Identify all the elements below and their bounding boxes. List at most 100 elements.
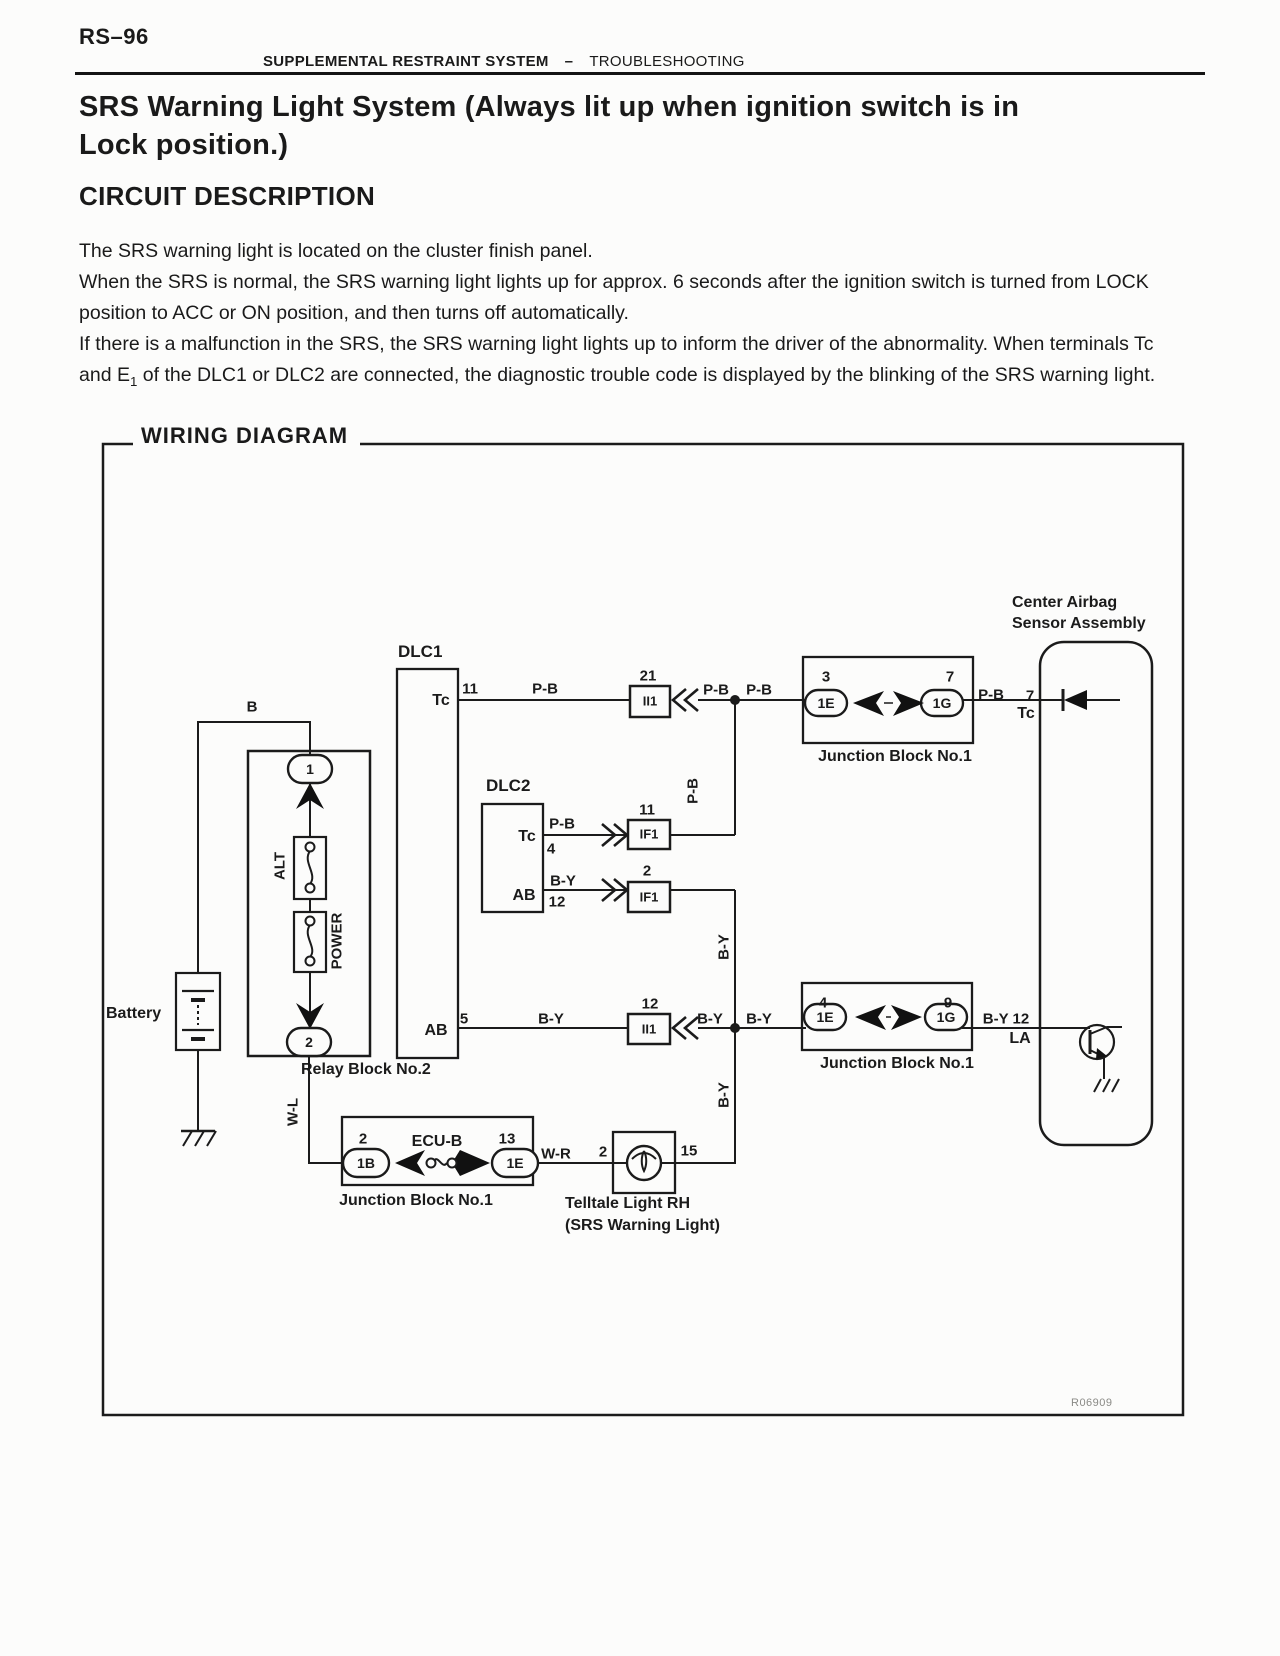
wire-label-b: B — [246, 698, 258, 716]
page-title-line1: SRS Warning Light System (Always lit up … — [79, 91, 1020, 123]
telltale-caption-2: (SRS Warning Light) — [565, 1217, 720, 1234]
connector-arrow-right — [893, 691, 924, 716]
junction-block-1-top-box — [801, 655, 975, 745]
connector-arrow-left — [853, 691, 884, 716]
wire-label-wr: W-R — [541, 1145, 571, 1163]
connector-box-ii1 — [626, 1012, 672, 1046]
wire-label-pb-vertical: P-B — [684, 778, 702, 804]
connector-pin-2: 2 — [642, 862, 652, 880]
fuse-power-symbol — [306, 924, 314, 958]
diode-symbol — [1064, 690, 1087, 710]
connector-pin-21: 21 — [639, 667, 657, 685]
section-heading: CIRCUIT DESCRIPTION — [79, 181, 376, 211]
relay-pin-1: 1 — [306, 761, 314, 777]
connector-arrow-down — [296, 1003, 324, 1029]
wire-label-pb: P-B — [978, 686, 1004, 704]
connector-box-ii1 — [628, 684, 672, 719]
telltale-pin-2: 2 — [598, 1143, 608, 1161]
paragraph: The SRS warning light is located on the … — [79, 240, 593, 262]
telltale-caption: Telltale Light RH — [565, 1195, 691, 1212]
jb-connector-1g: 1G — [932, 695, 952, 711]
jb-connector-1b: 1B — [357, 1155, 375, 1171]
wire-label-by: B-Y — [550, 872, 576, 890]
wire-label-pb: P-B — [703, 681, 729, 699]
jb-oval-1e — [802, 1002, 848, 1032]
dlc1-terminal-tc: Tc — [432, 692, 450, 709]
paragraph-text: of the DLC1 or DLC2 are connected, the d… — [137, 364, 1156, 386]
paragraph: When the SRS is normal, the SRS warning … — [79, 271, 1149, 324]
dlc1-pin-11: 11 — [462, 680, 478, 698]
diagram-title: WIRING DIAGRAM — [133, 421, 361, 451]
jb-pin-13: 13 — [498, 1130, 516, 1148]
jb-connector-1e: 1E — [817, 695, 835, 711]
sensor-pin-7: 7 — [1025, 687, 1035, 705]
sensor-terminal-la: LA — [1009, 1030, 1031, 1047]
jb-oval-1g — [923, 1002, 969, 1032]
jb-oval-1e — [803, 688, 849, 718]
wire-label-pb: P-B — [549, 815, 575, 833]
transistor-collector — [1089, 1026, 1122, 1035]
dlc2-terminal-ab: AB — [512, 887, 536, 904]
telltale-box — [611, 1130, 677, 1195]
paragraph: If there is a malfunction in the SRS, th… — [79, 329, 1177, 397]
dlc2-label: DLC2 — [486, 776, 531, 795]
page-title-line2: Lock position.) — [79, 129, 289, 161]
jb-connector-1e: 1E — [816, 1009, 834, 1025]
diagram-border — [101, 442, 1185, 1417]
relay-oval-1 — [286, 753, 334, 785]
center-airbag-label: Center Airbag — [1012, 594, 1118, 611]
bulb-filament — [640, 1150, 648, 1174]
ground-symbol — [1093, 1078, 1120, 1093]
wire-label-wl: W-L — [284, 1097, 302, 1127]
dlc1-label: DLC1 — [398, 642, 443, 661]
dlc1-terminal-ab: AB — [424, 1022, 448, 1039]
fuse-ecub-symbol — [446, 1157, 458, 1169]
battery-symbol — [182, 989, 214, 1032]
sensor-terminal-tc: Tc — [1017, 705, 1035, 722]
connector-arrow-left — [395, 1150, 425, 1176]
dlc2-terminal-tc: Tc — [518, 828, 536, 845]
fuse-ecub-symbol — [425, 1157, 437, 1169]
jb-pin-9: 9 — [943, 994, 953, 1012]
junction-block-1-bottom-box — [800, 981, 974, 1052]
running-header: SUPPLEMENTAL RESTRAINT SYSTEM–TROUBLESHO… — [263, 53, 745, 70]
wire-label-pb: P-B — [746, 681, 772, 699]
jb-oval-1b — [341, 1147, 391, 1179]
figure-code: R06909 — [1071, 1397, 1113, 1409]
header-section: SUPPLEMENTAL RESTRAINT SYSTEM — [263, 53, 549, 70]
bulb-symbol — [625, 1144, 663, 1182]
battery-label: Battery — [106, 1005, 162, 1022]
relay-pin-2: 2 — [305, 1034, 313, 1050]
jb-oval-1e — [490, 1147, 540, 1179]
telltale-pin-15: 15 — [680, 1142, 698, 1160]
subscript: 1 — [129, 373, 138, 389]
connector-if1: IF1 — [639, 826, 659, 842]
dlc2-pin-12: 12 — [548, 893, 566, 911]
relay-oval-2 — [285, 1026, 333, 1058]
center-airbag-sensor-box — [1038, 640, 1154, 1147]
dlc2-box — [480, 802, 545, 914]
wire-label-by-12: B-Y 12 — [982, 1010, 1030, 1028]
jb-connector-1g: 1G — [936, 1009, 956, 1025]
junction-dot — [730, 695, 740, 705]
circuit-description: The SRS warning light is located on the … — [79, 236, 1177, 397]
jb-pin-3: 3 — [821, 668, 831, 686]
connector-if1: IF1 — [639, 889, 659, 905]
wires — [197, 699, 1120, 1164]
wire-label-by: B-Y — [746, 1010, 772, 1028]
fuse-alt-symbol — [306, 850, 314, 885]
jb-connector-1e: 1E — [506, 1155, 524, 1171]
page-code: RS–96 — [79, 24, 149, 49]
fuse-power-label: POWER — [328, 912, 346, 970]
connector-ii1: II1 — [641, 1021, 657, 1037]
wire-label-by-vertical: B-Y — [715, 934, 733, 960]
wire-label-by: B-Y — [538, 1010, 564, 1028]
dlc1-pin-5: 5 — [459, 1010, 469, 1028]
header-separator: – — [564, 53, 574, 70]
header-subsection: TROUBLESHOOTING — [589, 53, 745, 70]
fuse-alt-label: ALT — [271, 851, 289, 881]
center-airbag-label-2: Sensor Assembly — [1012, 615, 1146, 632]
transistor-symbol — [1078, 1023, 1116, 1061]
